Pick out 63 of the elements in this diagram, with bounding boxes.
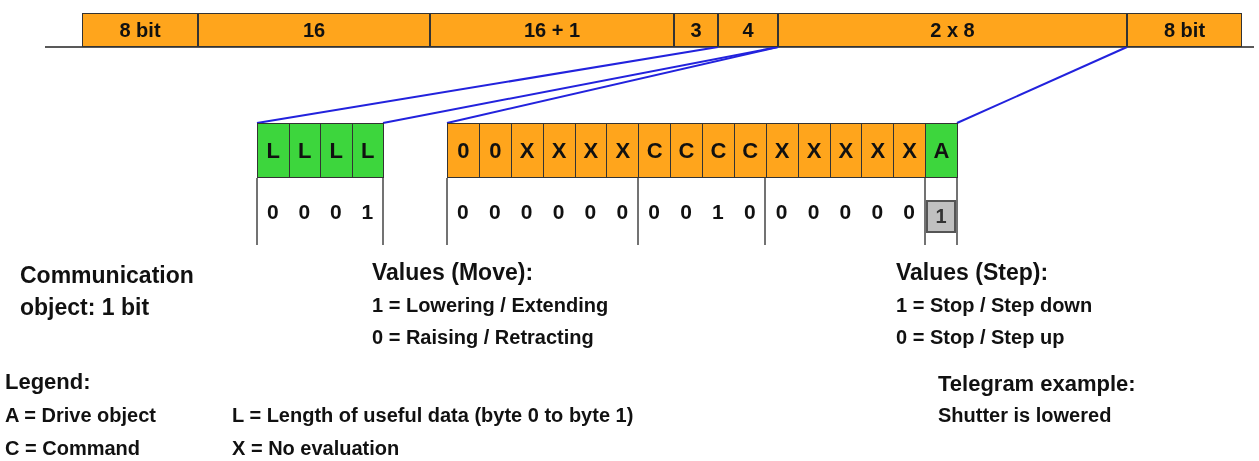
zoom-line [256, 46, 719, 124]
bit-value: 0 [679, 200, 693, 224]
bit-group-frame [447, 123, 957, 178]
field-segment: 4 [718, 13, 778, 47]
values-heading: Values (Step): [896, 259, 1049, 286]
bit-field: 0 [478, 123, 512, 178]
legend-heading: Legend: [5, 369, 91, 395]
bit-field: X [542, 123, 576, 178]
bit-field: X [893, 123, 927, 178]
bit-field: X [510, 123, 544, 178]
bit-field: X [765, 123, 799, 178]
value-note: 0 = Raising / Retracting [372, 326, 594, 349]
legend-entry: L = Length of useful data (byte 0 to byte 1) [232, 404, 634, 427]
bit-value: 0 [647, 200, 662, 224]
bit-field: X [797, 123, 831, 178]
zoom-line [956, 46, 1128, 124]
bit-value: 0 [838, 200, 853, 224]
bit-value: 1 [360, 200, 375, 224]
bit-value: 0 [742, 200, 757, 224]
bit-value: 0 [297, 200, 312, 224]
bit-value: 0 [456, 200, 470, 224]
field-segment: 16 + 1 [430, 13, 674, 47]
value-box: 1 [926, 200, 956, 233]
bit-value: 0 [806, 200, 821, 224]
example-heading: Telegram example: [938, 371, 1136, 397]
bit-field: C [670, 123, 703, 178]
bit-field: 0 [447, 123, 480, 178]
legend-entry: X = No evaluation [232, 437, 400, 460]
field-segment: 16 [198, 13, 430, 47]
bit-value: 0 [902, 200, 917, 224]
example-note: Shutter is lowered [938, 404, 1112, 427]
field-segment: 3 [674, 13, 718, 47]
legend-entry: A = Drive object [5, 404, 156, 427]
bit-value: 0 [774, 200, 789, 224]
bit-field: C [638, 123, 672, 178]
field-segment: 8 bit [82, 13, 198, 47]
bit-field: X [861, 123, 895, 178]
bit-field: C [702, 123, 735, 178]
bit-value: 0 [551, 200, 566, 224]
bit-field: C [733, 123, 767, 178]
bit-group-frame [257, 123, 383, 178]
values-heading: Values (Move): [372, 259, 534, 286]
object-caption: Communication object: 1 bit [20, 261, 195, 323]
bit-field: X [606, 123, 640, 178]
value-note: 1 = Lowering / Extending [372, 294, 609, 317]
bit-value: 1 [711, 200, 725, 224]
value-note: 0 = Stop / Step up [896, 326, 1065, 349]
bit-value: 0 [583, 200, 598, 224]
bit-field: L [257, 123, 290, 178]
bit-field: A [925, 123, 958, 178]
bit-value: 0 [265, 200, 280, 224]
field-segment: 2 x 8 [778, 13, 1127, 47]
legend-entry: C = Command [5, 437, 141, 460]
bit-value: 0 [615, 200, 630, 224]
bit-field: L [320, 123, 353, 178]
zoom-line [446, 46, 779, 124]
value-note: 1 = Stop / Step down [896, 294, 1093, 317]
bit-value: 0 [870, 200, 885, 224]
bit-field: L [351, 123, 384, 178]
bit-value: 0 [487, 200, 502, 224]
field-segment: 8 bit [1127, 13, 1242, 47]
bit-value: 0 [519, 200, 534, 224]
bit-value: 0 [328, 200, 343, 224]
